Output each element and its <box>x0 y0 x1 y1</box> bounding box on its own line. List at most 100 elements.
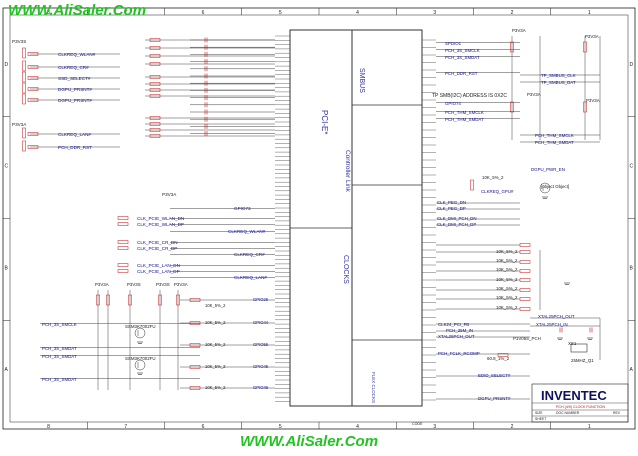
border-column-label: 6 <box>202 10 205 16</box>
code-label: CODE <box>412 422 423 426</box>
net-label: CLKREQ_LAN# <box>58 132 91 137</box>
border-column-label: 7 <box>124 10 127 16</box>
watermark-top: WWW.AliSaler.Com <box>8 2 147 19</box>
resistor <box>22 82 26 94</box>
pch-ic-body-right <box>351 29 423 407</box>
border-column-label: 6 <box>202 424 205 430</box>
resistor <box>189 298 201 302</box>
resistor-value: 10K_5%_2 <box>496 277 518 282</box>
net-label: CLK_PCIE_WLAN_DN <box>137 216 184 221</box>
xtal-label: 25MHZ_Q1 <box>571 358 594 363</box>
net-label: CLKREQ_WLAN# <box>228 229 266 234</box>
net-label: PCH_DDR_RST <box>445 71 478 76</box>
power-label: P3V3A <box>585 34 599 39</box>
resistor-value: 10K_5%_2 <box>496 305 518 310</box>
schematic-components <box>22 37 593 390</box>
resistor <box>149 75 161 79</box>
crystal-symbol <box>570 343 588 353</box>
transistor-symbol <box>134 327 146 339</box>
block-title-flex-clocks: FLEX CLOCKS <box>371 372 376 403</box>
resistor <box>519 307 531 311</box>
resistor <box>22 47 26 59</box>
net-label: CLK_PCIE_CR_DP <box>137 246 177 251</box>
border-column-label: 8 <box>47 424 50 430</box>
resistor <box>96 294 100 306</box>
resistor <box>27 76 39 80</box>
resistor <box>510 41 514 53</box>
doc-number-label: DOC NUMBER <box>556 411 580 415</box>
resistor <box>519 297 531 301</box>
resistor <box>27 132 39 136</box>
border-row-label: B <box>630 265 634 271</box>
resistor <box>497 353 509 357</box>
border-row-label: C <box>630 164 634 170</box>
right-parts-group: DGPU_PWR_EN [object Object] CLKREQ_GPU# … <box>437 167 569 310</box>
resistor <box>117 263 129 267</box>
block-title-controller-link: Controller Link <box>344 150 351 193</box>
company-name: INVENTEC <box>541 388 607 403</box>
net-label: DGPU_PRSNT# <box>58 87 92 92</box>
resistor <box>149 54 161 58</box>
net-label: TP_SMBUS_CLK <box>541 73 576 78</box>
left-net-group: P3V3S CLKREQ_WLAN# CLKREQ_CR# SSD_SELECT… <box>12 39 96 150</box>
border-column-label: 1 <box>588 424 591 430</box>
resistor-value: 10K_5%_2 <box>205 303 226 308</box>
resistor <box>189 321 201 325</box>
resistor-value: 10K_5%_2 <box>482 175 504 180</box>
lower-left-group: P3V3A P3V3S P3V3S P3V3A PCH_3S_SMCLK PCH… <box>42 282 188 382</box>
border-column-label: 3 <box>433 10 436 16</box>
resistor <box>158 294 162 306</box>
resistor <box>189 386 201 390</box>
resistor <box>149 128 161 132</box>
resistor <box>519 269 531 273</box>
power-label: P3V3A <box>586 98 600 103</box>
resistor <box>176 294 180 306</box>
resistor-value: 10K_5%_2 <box>205 364 226 369</box>
net-label: CLKREQ_CR# <box>58 65 89 70</box>
net-label: SPDIO1 <box>445 41 462 46</box>
xtal-label: 60.8_1%_2 <box>487 356 510 361</box>
net-label: PCH_THM_SMCLK <box>445 110 484 115</box>
block-title-clocks: CLOCKS <box>342 255 349 284</box>
xtal-label: EDID_SELECT# <box>478 373 511 378</box>
net-label: CLK_PCIE_LAN_DN <box>137 263 180 268</box>
resistor <box>519 288 531 292</box>
net-label: CLK_PEG_DP <box>437 206 466 211</box>
net-label: CLK_PEG_DN <box>437 200 466 205</box>
resistor <box>149 38 161 42</box>
net-label: CLK_DMI_PCH_DN <box>437 216 477 221</box>
resistor <box>583 101 587 113</box>
border-column-label: 7 <box>124 424 127 430</box>
net-label: DGPU_PRSNT# <box>58 98 92 103</box>
border-row-label: C <box>5 164 9 170</box>
power-label: P3V3A <box>174 282 188 287</box>
resistor <box>27 98 39 102</box>
net-label: CLK_PCIE_LAN_DP <box>137 269 180 274</box>
net-label: CLKREQ_CR# <box>234 252 265 257</box>
power-label: P3V3S <box>12 39 26 44</box>
net-label: GPIO74 <box>445 101 461 106</box>
power-label: P3V3S <box>127 282 141 287</box>
border-row-label: B <box>5 265 9 271</box>
resistor <box>106 294 110 306</box>
resistor <box>519 250 531 254</box>
size-label: SIZE <box>535 411 543 415</box>
net-label: SSD_SELECT# <box>58 76 91 81</box>
resistor <box>117 269 129 273</box>
border-column-label: 2 <box>511 10 514 16</box>
resistor-value: 10K_5%_2 <box>205 342 226 347</box>
xtal-label: DGPU_PRSNT# <box>478 396 511 401</box>
xtal-label: CLK24_PCI_FB <box>438 322 469 327</box>
border-column-label: 5 <box>279 424 282 430</box>
transistor-label: [object Object] <box>541 184 569 189</box>
resistor-value: 10K_5%_2 <box>496 286 518 291</box>
power-label: P3V3S <box>156 282 170 287</box>
transistor-label: SSM3K7002FU <box>125 324 156 329</box>
gpio-group: GPIO26 10K_5%_2 GPIO44 10K_5%_2 GPIO56 1… <box>205 297 269 390</box>
resistor <box>149 88 161 92</box>
border-row-label: A <box>630 367 634 373</box>
resistor-value: 10K_5%_2 <box>205 385 226 390</box>
